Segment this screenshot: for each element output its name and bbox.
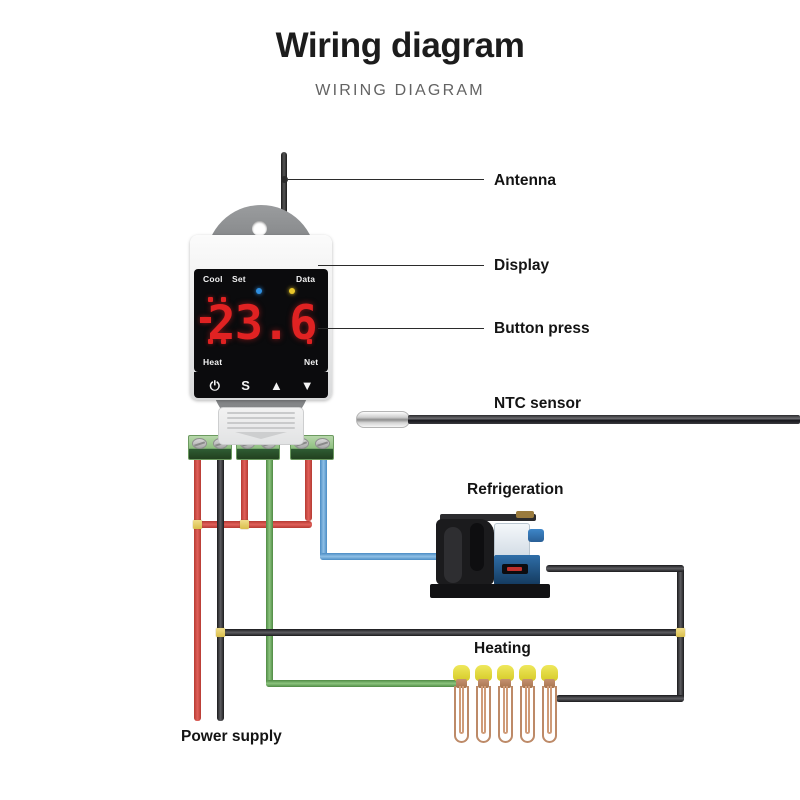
condenser-pipe (470, 523, 484, 571)
page-title: Wiring diagram (275, 26, 525, 65)
display-label-set: Set (232, 274, 246, 284)
vent-slat (227, 422, 295, 424)
heating-element (474, 665, 493, 743)
display-temperature-reading: 23.6 (207, 296, 317, 351)
wire-green-heating-feed (266, 455, 273, 687)
display-callout-line (318, 265, 484, 267)
wire-red-branch-a (241, 455, 248, 527)
heater-terminal-cap (453, 665, 470, 681)
wire-red-bus (194, 521, 312, 528)
device-body: Cool Set Data Heat Net 23.6 ⏻ S ▲ ▼ (190, 235, 332, 445)
page-subtitle: WIRING DIAGRAM (315, 82, 485, 99)
heating-element (452, 665, 471, 743)
callout-label-antenna: Antenna (494, 172, 556, 189)
junction-node (193, 520, 202, 529)
heater-neck (500, 679, 511, 688)
wire-black-heating-return (556, 695, 684, 702)
wire-blue-cooling-feed (320, 455, 327, 560)
heater-terminal-cap (497, 665, 514, 681)
region-label-ntc-sensor: NTC sensor (494, 395, 581, 412)
data-led-indicator (289, 288, 295, 294)
vent-slat (227, 417, 295, 419)
display-segment-dot (307, 339, 312, 344)
terminal-screw-icon[interactable] (192, 438, 207, 449)
heater-inner-tube (547, 686, 552, 734)
display-label-heat: Heat (203, 357, 223, 367)
device-button-row: ⏻ S ▲ ▼ (194, 372, 328, 398)
wire-red-branch-b (305, 455, 312, 521)
wire-black-refrigeration-return (546, 565, 684, 572)
junction-node (216, 628, 225, 637)
heater-inner-tube (503, 686, 508, 734)
callout-label-button-press: Button press (494, 320, 590, 337)
display-segment-dot (208, 339, 213, 344)
junction-node (676, 628, 685, 637)
control-panel-display (502, 564, 528, 574)
heater-terminal-cap (519, 665, 536, 681)
set-button[interactable]: S (241, 377, 250, 393)
heating-element (518, 665, 537, 743)
display-label-cool: Cool (203, 274, 223, 284)
display-label-net: Net (304, 357, 319, 367)
antenna-callout-line (288, 179, 484, 181)
ntc-sensor-cable (408, 415, 800, 424)
heater-tube (520, 686, 535, 743)
set-led-indicator (256, 288, 262, 294)
heater-neck (478, 679, 489, 688)
wire-red-power-live (194, 455, 201, 721)
display-segment-dot (208, 297, 213, 302)
receiver-tank (494, 523, 530, 557)
heater-tube (542, 686, 557, 743)
display-segment-dot (221, 339, 226, 344)
wire-black-return-bus (217, 629, 684, 636)
vent-triangle (235, 432, 287, 439)
region-label-refrigeration: Refrigeration (467, 481, 564, 498)
heater-tube (498, 686, 513, 743)
heater-inner-tube (525, 686, 530, 734)
up-arrow-button[interactable]: ▲ (269, 377, 283, 393)
wire-green-heating-run (266, 680, 462, 687)
heater-terminal-cap (475, 665, 492, 681)
antenna-rod (281, 152, 287, 228)
heating-element-group (452, 665, 562, 743)
device-display: Cool Set Data Heat Net 23.6 (194, 269, 328, 372)
vent-slat (227, 412, 295, 414)
heating-element (496, 665, 515, 743)
heater-inner-tube (459, 686, 464, 734)
region-label-power-supply: Power supply (181, 728, 282, 745)
down-arrow-button[interactable]: ▼ (300, 377, 314, 393)
wire-black-power-neutral (217, 455, 224, 721)
antenna-callout-anchor (281, 176, 288, 183)
ntc-sensor-probe (356, 411, 410, 428)
callout-label-display: Display (494, 257, 550, 274)
vent-slat (227, 427, 295, 429)
heating-element (540, 665, 559, 743)
temperature-controller-device: Cool Set Data Heat Net 23.6 ⏻ S ▲ ▼ (190, 205, 332, 445)
heater-inner-tube (481, 686, 486, 734)
heater-tube (454, 686, 469, 743)
heater-terminal-cap (541, 665, 558, 681)
power-button[interactable]: ⏻ (209, 377, 220, 393)
wire-blue-cooling-run (320, 553, 462, 560)
compressor-cylinder (444, 527, 462, 583)
terminal-screw-icon[interactable] (315, 438, 330, 449)
condenser-bracket (516, 511, 534, 518)
refrigeration-unit (430, 505, 550, 600)
display-segment-dot (221, 297, 226, 302)
display-minus-segment (200, 317, 211, 323)
condenser-top-bar (440, 514, 536, 521)
unit-base-plate (430, 584, 550, 598)
heater-tube (476, 686, 491, 743)
heater-neck (522, 679, 533, 688)
region-label-heating: Heating (474, 640, 531, 657)
tank-valve-cap (528, 529, 544, 542)
display-label-data: Data (296, 274, 316, 284)
button-press-callout-line (318, 328, 484, 330)
junction-node (240, 520, 249, 529)
heater-neck (456, 679, 467, 688)
heater-neck (544, 679, 555, 688)
bracket-hole (252, 221, 267, 236)
device-vent-grille (218, 407, 304, 445)
